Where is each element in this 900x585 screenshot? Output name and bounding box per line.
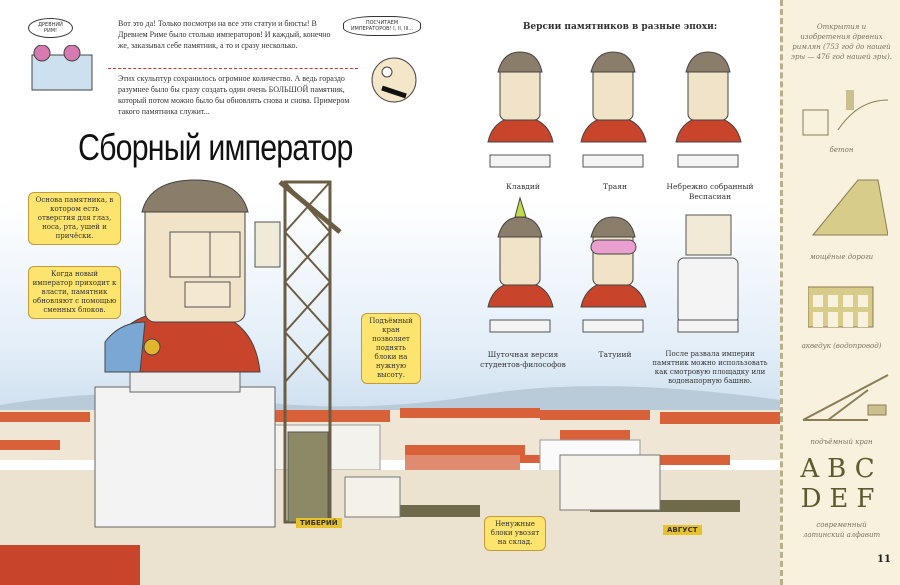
alphabet-row-2: DEF [800,484,883,514]
intro-paragraph-2: Этих скульптур сохранилось огромное коли… [118,74,350,116]
sidebar-item-crane: подъёмный кран [810,438,873,446]
sidebar-intro: Открытия и изобретения древних римлян (7… [791,23,892,61]
alphabet-row-1: ABC [800,454,883,484]
version-label-students: Шуточная версия студентов-философов [480,350,566,369]
speech-bubble-right: ПОСЧИТАЕМ ИМПЕРАТОРОВ! I, II, III... [343,16,421,36]
version-label-tatuiy: Татуиий [598,350,632,359]
crane-illustration [802,374,889,421]
dashed-arrow [108,68,358,69]
speech-bubble-left: ДРЕВНИЙ РИМ! [28,18,73,38]
concrete-illustration [802,90,888,136]
emperor-statue-illustration [94,179,342,528]
bust-illustrations [487,51,742,333]
version-label-vespasian: Небрежно собранный Веспасиан [666,182,754,201]
callout-base: Основа памятника, в котором есть отверст… [28,192,121,245]
sidebar-item-concrete: бетон [829,146,854,154]
character-counting-illustration [371,57,417,103]
versions-grid: Клавдий Траян Небрежно собранный Веспаси… [478,50,778,390]
page-title: Сборный император [78,127,353,168]
version-label-tower: После развала империи памятник можно исп… [652,350,768,385]
version-label-claudius: Клавдий [506,182,540,191]
aqueduct-illustration [808,286,874,328]
sidebar-item-roads: мощёные дороги [809,253,874,261]
sign-tiberius: ТИБЕРИЙ [296,518,342,528]
sidebar-item-aqueduct: акведук (водопровод) [801,342,882,350]
intro-paragraph-1: Вот это да! Только посмотри на все эти с… [118,19,331,50]
paved-road-illustration [811,179,888,236]
character-with-book-illustration [31,45,93,91]
alphabet-caption: современный латинский алфавит [802,521,881,539]
callout-warehouse: Ненужные блоки увозят на склад. [484,516,546,551]
version-label-trajan: Траян [602,182,627,191]
inventions-sidebar: Открытия и изобретения древних римлян (7… [780,0,900,585]
page-number: 11 [877,554,891,565]
callout-crane: Подъёмный кран позволяет поднять блоки н… [361,313,421,384]
sign-augustus: АВГУСТ [663,525,702,535]
callout-blocks: Когда новый император приходит к власти,… [28,266,121,319]
versions-heading: Версии памятников в разные эпохи: [522,22,718,32]
